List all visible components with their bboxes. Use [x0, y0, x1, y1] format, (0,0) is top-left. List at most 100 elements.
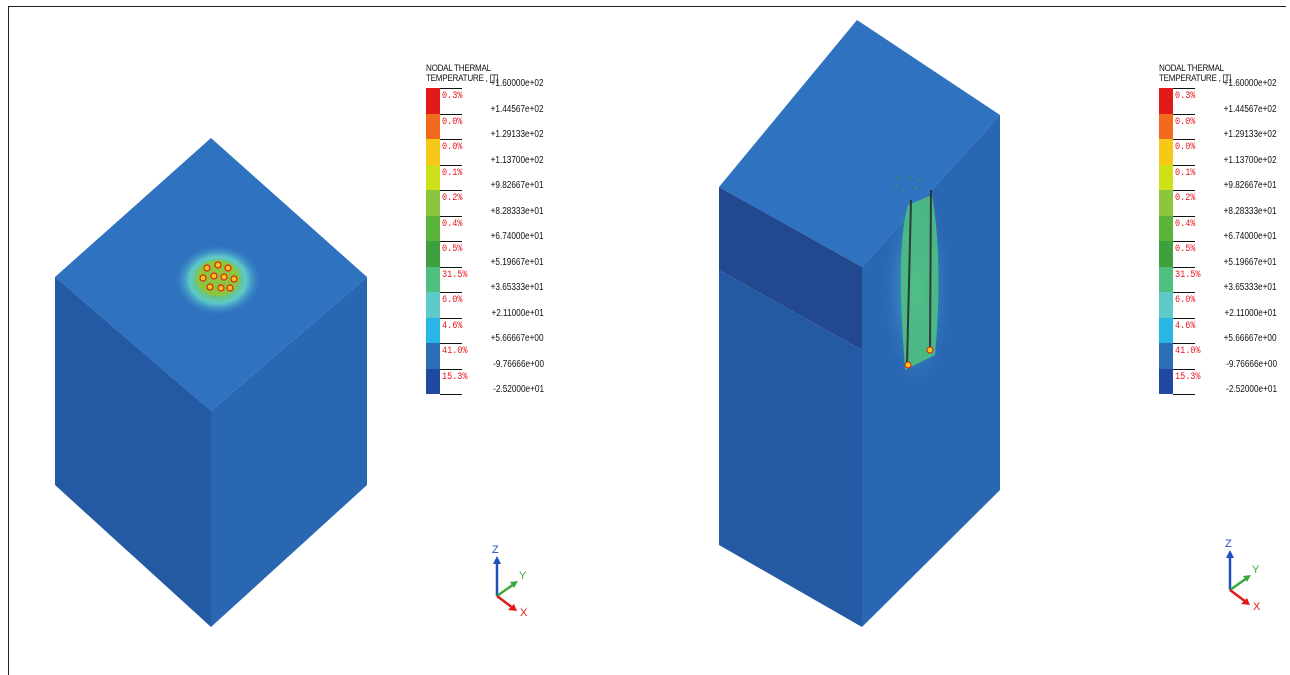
legend-tick-value: +1.60000e+02 [491, 78, 544, 89]
legend-tick-value: +8.28333e+01 [1224, 205, 1277, 217]
legend-tick: +9.82667e+01 [1173, 180, 1277, 191]
legend-tick-value: +5.66667e+00 [491, 333, 544, 344]
right-block-top-face [719, 20, 1000, 267]
y-axis-label: Y [519, 570, 527, 582]
legend-title-line1: NODAL THERMAL [1159, 63, 1224, 74]
legend-tick: +1.29133e+02 [440, 129, 544, 140]
legend-tick: +6.74000e+01 [440, 231, 544, 242]
legend-tick: +1.13700e+02 [1173, 155, 1277, 166]
legend-tick-value: -9.76666e+00 [493, 358, 544, 370]
legend-tick: +3.65333e+01 [1173, 282, 1277, 293]
legend-tick-value: +1.13700e+02 [491, 154, 544, 166]
legend-scale: +1.60000e+02 +1.44567e+02 +1.29133e+02 +1.1… [1159, 78, 1289, 395]
legend-color-swatch [426, 215, 440, 241]
legend-percentage: 0.4% [1175, 218, 1196, 230]
left-axes-triad: Z Y X [488, 544, 538, 619]
legend-tick-value: +1.60000e+02 [1224, 78, 1277, 89]
right-axes-triad: Z Y X [1221, 538, 1271, 613]
legend-color-swatch [426, 139, 440, 165]
legend-color-swatch [426, 190, 440, 216]
legend-tick: +5.66667e+00 [1173, 333, 1277, 344]
legend-tick: +5.19667e+01 [440, 257, 544, 268]
legend-tick-value: -2.52000e+01 [493, 384, 544, 395]
legend-color-swatch [426, 292, 440, 318]
legend-tick-value: -9.76666e+00 [1226, 358, 1277, 370]
legend-tick: -2.52000e+01 [440, 384, 544, 395]
x-axis-label: X [520, 607, 528, 619]
legend-percentage: 6.0% [1175, 295, 1196, 306]
legend-percentage: 0.3% [442, 91, 463, 102]
legend-color-swatch [426, 343, 440, 369]
legend-color-swatch [1159, 139, 1173, 165]
legend-title-line2: TEMPERATURE , [T] [426, 73, 499, 84]
legend-percentage: 0.4% [442, 218, 463, 230]
left-heat-sources [199, 261, 238, 292]
legend-tick-value: +6.74000e+01 [1224, 231, 1277, 242]
left-block-left-face [55, 277, 211, 627]
legend-color-swatch [1159, 164, 1173, 190]
legend-tick-value: +8.28333e+01 [491, 205, 544, 217]
legend-tick: +1.29133e+02 [1173, 129, 1277, 140]
legend-tick: +1.44567e+02 [440, 104, 544, 115]
legend-tick: +8.28333e+01 [1173, 206, 1277, 217]
legend-color-swatch [426, 368, 440, 394]
left-block-right-face [211, 277, 367, 627]
legend-scale: +1.60000e+02 +1.44567e+02 +1.29133e+02 +1.1… [426, 78, 556, 395]
legend-color-swatch [1159, 343, 1173, 369]
right-pipe-2 [929, 189, 932, 351]
legend-tick: +1.60000e+02 [1173, 78, 1277, 89]
legend-tick-value: +1.44567e+02 [1224, 103, 1277, 115]
legend-percentage: 0.5% [442, 244, 463, 255]
legend-percentage: 31.5% [1175, 269, 1201, 281]
legend-tick-value: +5.19667e+01 [491, 256, 544, 268]
legend-tick-value: +3.65333e+01 [491, 282, 544, 293]
right-top-dots [895, 177, 919, 191]
legend-tick-value: +2.11000e+01 [1224, 307, 1277, 319]
legend-tick-value: +5.19667e+01 [1224, 256, 1277, 268]
legend-tick: -9.76666e+00 [1173, 359, 1277, 370]
legend-color-swatch [1159, 266, 1173, 292]
legend-tick-value: +1.13700e+02 [1224, 154, 1277, 166]
legend-tick-value: +2.11000e+01 [491, 307, 544, 319]
legend-tick-value: +1.29133e+02 [1224, 129, 1277, 140]
legend-tick-value: +1.44567e+02 [491, 103, 544, 115]
viewport-frame [8, 6, 1286, 675]
legend-percentage: 0.0% [442, 116, 463, 128]
right-block-upper-left-face [719, 187, 862, 350]
legend-percentage: 31.5% [442, 269, 468, 281]
legend-tick: +3.65333e+01 [440, 282, 544, 293]
legend-color-swatch [1159, 368, 1173, 394]
z-axis-label: Z [492, 544, 499, 556]
legend-tick: -9.76666e+00 [440, 359, 544, 370]
legend-percentage: 0.1% [442, 167, 463, 179]
legend-title-line1: NODAL THERMAL [426, 63, 491, 74]
legend-percentage: 0.2% [442, 193, 463, 204]
legend-tick: +2.11000e+01 [440, 308, 544, 319]
legend-tick: +2.11000e+01 [1173, 308, 1277, 319]
right-pipe-1 [906, 199, 912, 366]
right-block-lower-left-face [719, 270, 862, 627]
legend-tick: -2.52000e+01 [1173, 384, 1277, 395]
legend-tick-value: +3.65333e+01 [1224, 282, 1277, 293]
legend-percentage: 0.5% [1175, 244, 1196, 255]
legend-percentage: 0.2% [1175, 193, 1196, 204]
legend-title-line2: TEMPERATURE , [T] [1159, 73, 1232, 84]
axes-triad-icon [493, 556, 518, 611]
legend-tick-value: +9.82667e+01 [1224, 180, 1277, 191]
legend-tick: +1.13700e+02 [440, 155, 544, 166]
legend-color-swatch [426, 113, 440, 139]
legend-tick: +8.28333e+01 [440, 206, 544, 217]
legend-color-swatch [1159, 190, 1173, 216]
legend-color-swatch [1159, 292, 1173, 318]
legend-color-swatch [1159, 317, 1173, 343]
legend-percentage: 41.0% [442, 346, 468, 357]
right-temperature-legend: NODAL THERMAL TEMPERATURE , [T] +1.60000… [1159, 63, 1289, 395]
legend-tick: +6.74000e+01 [1173, 231, 1277, 242]
legend-percentage: 0.3% [1175, 91, 1196, 102]
legend-percentage: 41.0% [1175, 346, 1201, 357]
legend-tick-value: +5.66667e+00 [1224, 333, 1277, 344]
legend-tick: +1.44567e+02 [1173, 104, 1277, 115]
legend-tick-value: +1.29133e+02 [491, 129, 544, 140]
left-temperature-legend: NODAL THERMAL TEMPERATURE , [T] +1.60000… [426, 63, 556, 395]
